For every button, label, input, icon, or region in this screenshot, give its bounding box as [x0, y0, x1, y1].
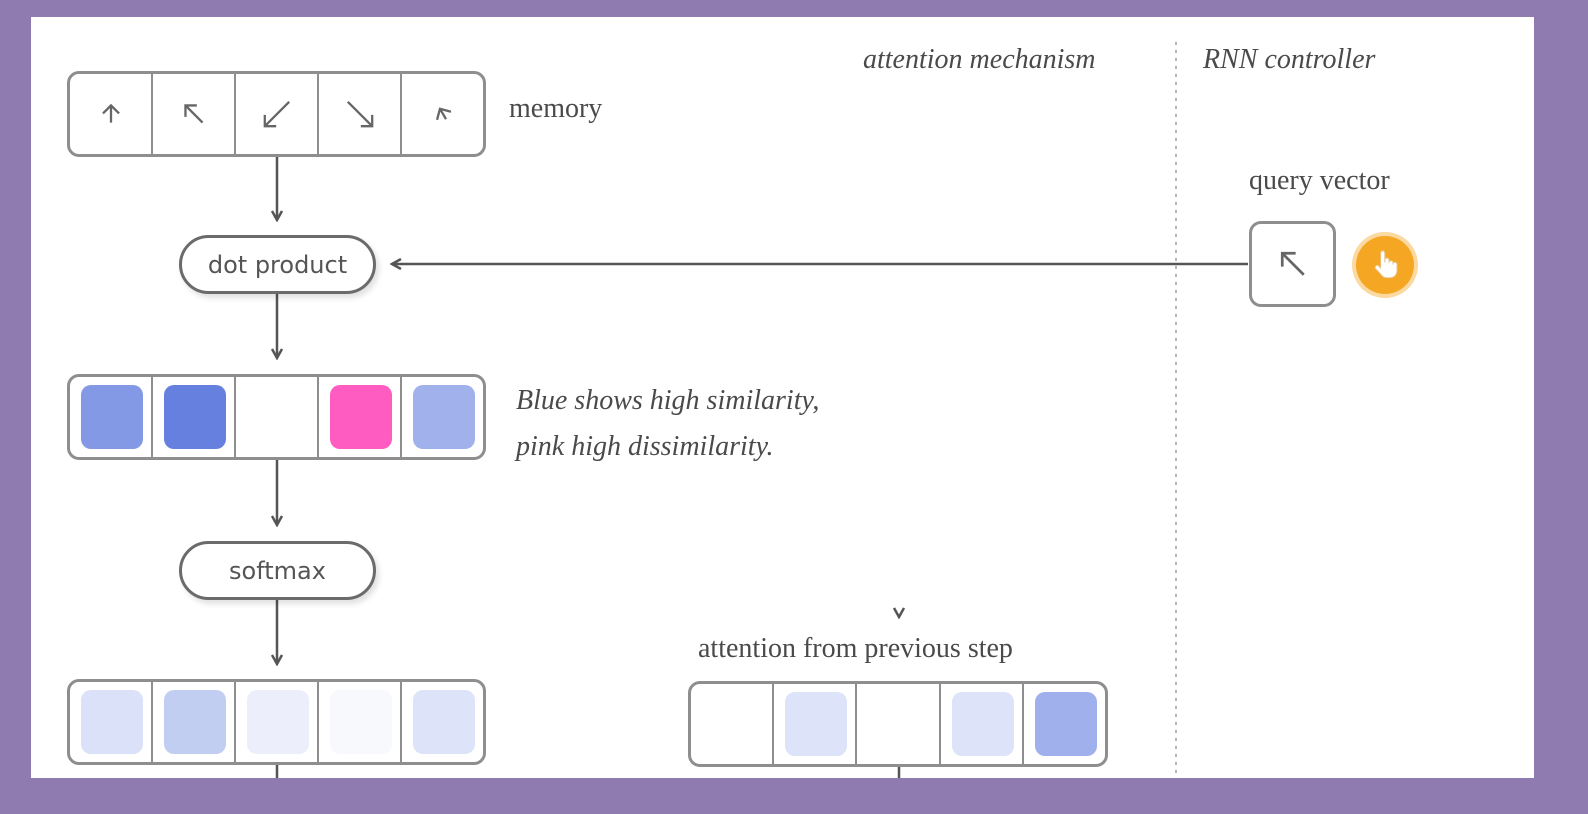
softmax-label: softmax — [229, 556, 326, 585]
similarity-note: Blue shows high similarity, pink high di… — [516, 378, 819, 470]
similarity-cell-fill — [413, 385, 475, 449]
dot-product-op: dot product — [179, 235, 376, 294]
weight-cell-fill — [330, 690, 392, 754]
similarity-cell — [70, 377, 153, 457]
dot-product-label: dot product — [207, 250, 348, 279]
arrow-up-left-icon — [183, 104, 203, 124]
attention-weights-vector — [67, 679, 486, 765]
memory-cell — [153, 74, 236, 154]
weight-cell — [153, 682, 236, 762]
diagram-panel: attention mechanism RNN controller memor… — [31, 17, 1534, 778]
similarity-cell — [153, 377, 236, 457]
weight-cell — [319, 682, 402, 762]
previous-cell — [857, 684, 941, 764]
memory-vector — [67, 71, 486, 157]
similarity-cell — [402, 377, 483, 457]
previous-attention-vector — [688, 681, 1108, 767]
memory-cell — [319, 74, 402, 154]
softmax-op: softmax — [179, 541, 376, 600]
previous-cell — [691, 684, 775, 764]
attention-mechanism-header: attention mechanism — [863, 44, 1096, 75]
arrow-down-right-icon — [346, 100, 373, 128]
query-cell[interactable] — [1252, 224, 1333, 304]
similarity-cell-fill — [330, 385, 392, 449]
weight-cell-fill — [247, 690, 309, 754]
previous-cell — [774, 684, 858, 764]
previous-cell — [1024, 684, 1105, 764]
query-vector-label: query vector — [1249, 165, 1390, 196]
memory-cell — [236, 74, 319, 154]
weight-cell-fill — [413, 690, 475, 754]
memory-label: memory — [509, 93, 603, 124]
similarity-cell-fill — [164, 385, 226, 449]
rnn-controller-header: RNN controller — [1203, 44, 1376, 75]
weight-cell — [236, 682, 319, 762]
arrow-up-icon — [101, 103, 120, 123]
similarity-cell-fill — [81, 385, 143, 449]
previous-cell — [941, 684, 1024, 764]
weight-cell — [402, 682, 483, 762]
memory-cell — [70, 74, 153, 154]
previous-cell-fill — [951, 692, 1014, 756]
similarity-note-line1: Blue shows high similarity, — [516, 385, 820, 416]
similarity-note-line2: pink high dissimilarity. — [516, 431, 774, 462]
arrow-up-left-small-icon — [435, 107, 451, 121]
previous-cell-fill — [785, 692, 848, 756]
hand-pointer-icon — [1374, 250, 1398, 279]
arrow-down-left-icon — [263, 100, 290, 128]
arrow-up-left-icon — [1280, 251, 1305, 276]
similarity-cell — [236, 377, 319, 457]
weight-cell — [70, 682, 153, 762]
previous-cell-fill — [1034, 692, 1098, 756]
similarity-cell — [319, 377, 402, 457]
weight-cell-fill — [164, 690, 226, 754]
connectors — [31, 42, 1248, 778]
query-vector[interactable] — [1249, 221, 1336, 307]
similarity-vector — [67, 374, 486, 460]
weight-cell-fill — [81, 690, 143, 754]
previous-attention-label: attention from previous step — [698, 633, 1013, 664]
drag-handle[interactable] — [1356, 236, 1414, 294]
memory-cell — [402, 74, 483, 154]
